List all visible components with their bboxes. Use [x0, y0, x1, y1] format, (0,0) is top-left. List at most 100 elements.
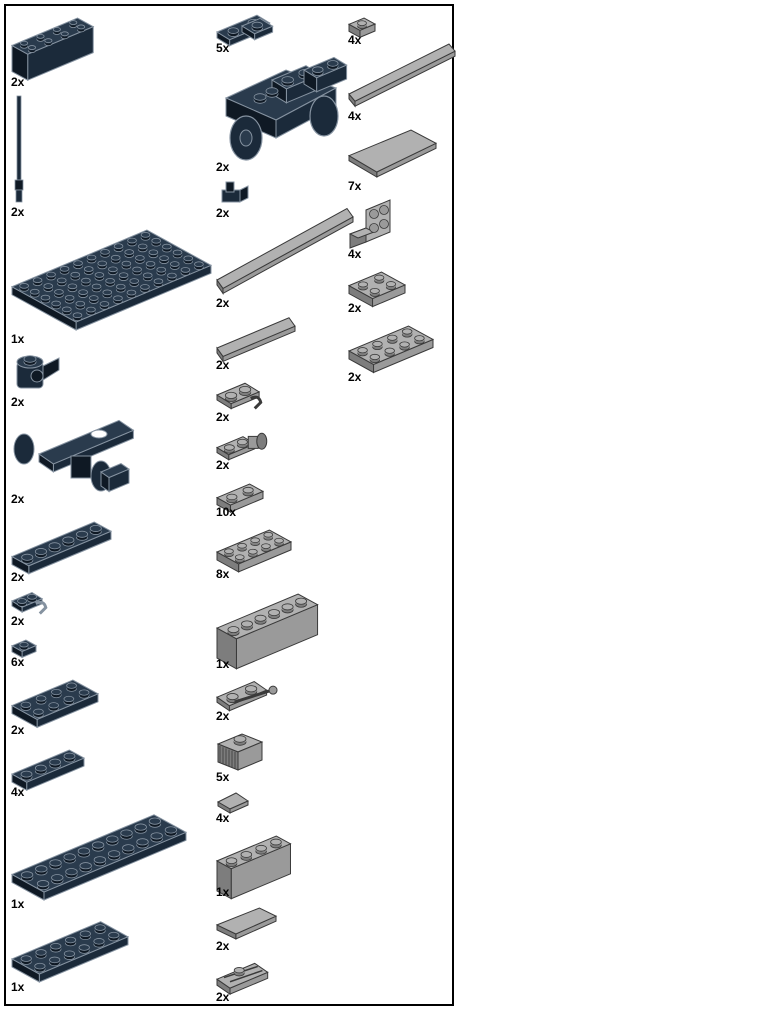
quantity-label: 2x [216, 709, 230, 723]
quantity-label: 2x [216, 358, 230, 372]
plate-corner-icon [215, 14, 274, 47]
plate-clip-icon [10, 592, 48, 615]
grille-brick-icon [216, 733, 264, 771]
tile-2x4-icon [347, 129, 438, 178]
quantity-label: 2x [216, 458, 230, 472]
wheel-axle-icon [13, 419, 135, 493]
quantity-label: 2x [216, 296, 230, 310]
plate-rail-icon [215, 962, 269, 996]
quantity-label: 5x [216, 41, 230, 55]
quantity-label: 2x [11, 614, 25, 628]
quantity-label: 2x [216, 410, 230, 424]
antenna-bar-icon [14, 95, 24, 203]
plate-2x4-icon [10, 679, 100, 729]
quantity-label: 1x [216, 885, 230, 899]
part-gray-plate-handle [215, 430, 268, 462]
part-dark-wheel-base [216, 56, 351, 168]
part-dark-plate-corner [215, 12, 278, 47]
quantity-label: 2x [348, 370, 362, 384]
quantity-label: 2x [216, 939, 230, 953]
part-gray-plate-1x2 [215, 478, 268, 513]
brick-1x6-icon [215, 593, 319, 670]
tile-1x6-icon [348, 43, 456, 108]
quantity-label: 2x [11, 723, 25, 737]
quantity-label: 2x [348, 301, 362, 315]
tile-1x8-icon [216, 207, 354, 295]
part-gray-plate-rail [215, 960, 274, 996]
plate-1x1-icon [347, 17, 377, 39]
brick-1x4-icon [215, 835, 292, 900]
quantity-label: 10x [216, 505, 237, 519]
part-gray-plate-2x2 [347, 266, 410, 308]
part-dark-wheel-axle [11, 414, 135, 494]
part-dark-clip-small [216, 180, 252, 208]
part-gray-plate-bar [215, 678, 278, 712]
quantity-label: 4x [11, 785, 25, 799]
part-dark-plate-2x10 [10, 802, 191, 902]
part-dark-wheel-holder [11, 350, 61, 395]
part-dark-plate-6x10 [10, 222, 216, 332]
wheel-holder-icon [16, 355, 60, 389]
plate-large-icon [10, 229, 213, 331]
quantity-label: 2x [11, 75, 25, 89]
part-gray-brick-grille [216, 728, 266, 772]
part-gray-plate-2x4b [347, 320, 438, 374]
quantity-label: 2x [216, 160, 230, 174]
vehicle-base-icon [224, 56, 348, 161]
quantity-label: 1x [11, 897, 25, 911]
quantity-label: 2x [11, 205, 25, 219]
part-gray-tile-2x4 [347, 126, 438, 180]
quantity-label: 1x [11, 980, 25, 994]
part-gray-bracket [348, 196, 398, 250]
plate-1x2-icon [215, 483, 265, 513]
tile-1x1-icon [216, 792, 250, 814]
quantity-label: 5x [216, 770, 230, 784]
plate-2x4-icon [347, 325, 435, 374]
brick-2x4-icon [10, 17, 95, 82]
plate-2x4-icon [215, 529, 293, 573]
quantity-label: 8x [216, 567, 230, 581]
plate-handle-icon [215, 432, 268, 461]
plate-clip-icon [215, 382, 263, 410]
part-dark-plate-clip [10, 588, 51, 615]
part-dark-plate-2x6 [10, 914, 133, 984]
part-gray-tile-1x4 [216, 317, 296, 363]
part-dark-plate-1x1 [10, 634, 41, 659]
tile-2x2-icon [215, 907, 278, 940]
part-gray-plate-2x4 [215, 524, 296, 573]
quantity-label: 4x [348, 33, 362, 47]
quantity-label: 4x [348, 109, 362, 123]
quantity-label: 2x [216, 206, 230, 220]
quantity-label: 2x [11, 492, 25, 506]
quantity-label: 2x [11, 570, 25, 584]
part-dark-plate-1x6 [10, 516, 116, 575]
part-dark-plate-1x4 [10, 744, 89, 791]
part-gray-tile-2x2 [215, 904, 278, 942]
plate-2x2-icon [347, 271, 407, 308]
part-gray-brick-1x6 [215, 586, 326, 670]
quantity-label: 6x [11, 655, 25, 669]
plate-2x6-icon [10, 921, 130, 983]
part-gray-tile-1x6 [348, 43, 456, 110]
quantity-label: 2x [216, 990, 230, 1004]
quantity-label: 1x [216, 657, 230, 671]
bracket-icon [348, 199, 391, 249]
part-gray-plate-1x1 [347, 12, 380, 39]
part-dark-brick-2x4 [10, 10, 101, 90]
plate-2x10-icon [10, 814, 188, 901]
part-gray-tile-1x1 [216, 790, 252, 814]
quantity-label: 4x [216, 811, 230, 825]
quantity-label: 2x [11, 395, 25, 409]
clip-small-icon [221, 181, 249, 203]
part-gray-tile-1x8 [216, 207, 354, 297]
part-gray-brick-1x4 [215, 828, 298, 900]
plate-bar-icon [215, 681, 278, 712]
tile-1x4-icon [216, 317, 296, 363]
quantity-label: 7x [348, 179, 362, 193]
plate-1x6-icon [10, 521, 113, 575]
part-gray-plate-clip [215, 378, 272, 412]
plate-1x4-icon [10, 749, 86, 791]
part-dark-antenna [12, 94, 26, 204]
quantity-label: 1x [11, 332, 25, 346]
parts-list-panel: 2x 2x 1x 2x 2x 2x 2x 6x 2x 4x 1x 1x [4, 4, 456, 1006]
